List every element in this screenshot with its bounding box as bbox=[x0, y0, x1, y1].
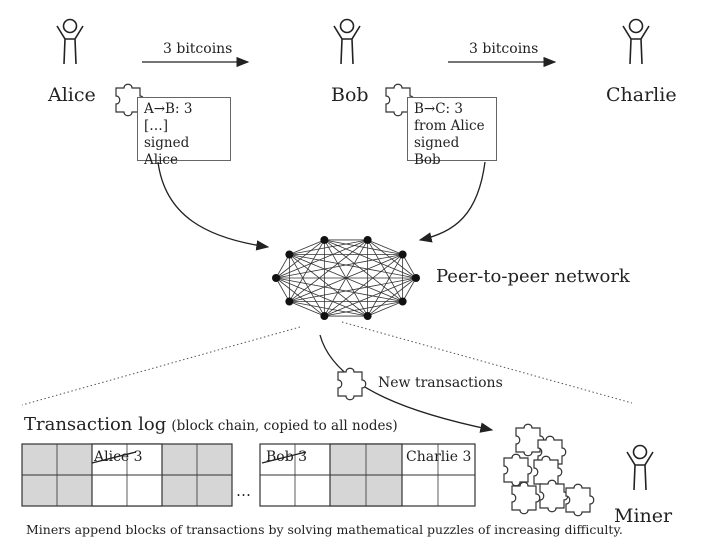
network-link bbox=[289, 254, 417, 279]
alice-figure-icon bbox=[56, 18, 84, 65]
log-entry-charlie: Charlie 3 bbox=[406, 449, 472, 465]
network-node bbox=[412, 274, 420, 282]
network-link bbox=[402, 254, 417, 279]
network-link bbox=[289, 239, 325, 255]
network-node bbox=[285, 250, 294, 259]
block-chain-strip bbox=[21, 443, 476, 507]
bob-to-charlie-amount: 3 bitcoins bbox=[469, 41, 539, 57]
network-node bbox=[272, 274, 280, 282]
alice-tx-line-3: signed Alice bbox=[144, 135, 190, 168]
network-node bbox=[398, 297, 407, 306]
new-transactions-label: New transactions bbox=[378, 375, 503, 391]
bob-transaction-box: B→C: 3 from Alice signed Bob bbox=[407, 97, 497, 168]
network-link bbox=[275, 254, 290, 279]
network-link bbox=[275, 277, 325, 317]
network-node bbox=[363, 312, 372, 321]
network-node bbox=[363, 235, 372, 244]
network-link bbox=[275, 277, 403, 302]
bob-tx-line-1: B→C: 3 bbox=[414, 101, 463, 117]
alice-to-bob-amount: 3 bitcoins bbox=[163, 41, 233, 57]
transaction-log-title: Transaction log bbox=[24, 414, 167, 435]
network-link bbox=[289, 254, 325, 317]
network-link bbox=[367, 239, 403, 302]
network-link bbox=[289, 301, 368, 317]
miner-figure-icon bbox=[626, 444, 654, 491]
bob-figure-icon bbox=[333, 18, 361, 65]
caption: Miners append blocks of transactions by … bbox=[26, 522, 623, 537]
zoom-line-left bbox=[21, 326, 301, 406]
log-entry-bob: Bob 3 bbox=[266, 449, 308, 465]
bob-tx-line-2: from Alice bbox=[414, 118, 485, 134]
network-node bbox=[320, 312, 329, 321]
network-node bbox=[285, 297, 294, 306]
network-node bbox=[398, 250, 407, 259]
network-link bbox=[324, 239, 368, 317]
alice-tx-line-2: […] bbox=[144, 118, 169, 134]
network-label: Peer-to-peer network bbox=[436, 266, 630, 287]
miner-label: Miner bbox=[614, 505, 673, 527]
network-link bbox=[289, 254, 368, 317]
network-link bbox=[324, 239, 417, 279]
transaction-log-subtitle: (block chain, copied to all nodes) bbox=[171, 418, 398, 434]
alice-label: Alice bbox=[48, 84, 96, 106]
network-link bbox=[289, 239, 325, 302]
puzzle-pile-icon bbox=[503, 423, 595, 517]
transaction-log-heading: Transaction log (block chain, copied to … bbox=[24, 414, 398, 435]
network-link bbox=[275, 277, 368, 317]
network-link bbox=[324, 277, 417, 317]
network-link bbox=[275, 239, 368, 279]
new-transactions-arrow bbox=[319, 334, 494, 433]
charlie-label: Charlie bbox=[606, 84, 677, 106]
alice-tx-line-1: A→B: 3 bbox=[144, 101, 193, 117]
network-link bbox=[367, 301, 403, 317]
network-mesh bbox=[272, 235, 420, 321]
network-link bbox=[275, 277, 290, 302]
charlie-figure-icon bbox=[622, 18, 650, 65]
alice-to-network-arrow bbox=[157, 161, 270, 251]
chain-ellipsis: … bbox=[236, 482, 251, 500]
network-link bbox=[402, 277, 417, 302]
network-link bbox=[324, 239, 403, 255]
network-link bbox=[324, 239, 403, 302]
network-link bbox=[367, 239, 403, 255]
new-transaction-puzzle-icon bbox=[337, 367, 367, 401]
log-entry-alice: Alice 3 bbox=[94, 449, 143, 465]
bob-to-network-arrow bbox=[418, 161, 486, 243]
bob-tx-line-3: signed Bob bbox=[414, 135, 460, 168]
network-link bbox=[367, 254, 403, 317]
alice-transaction-box: A→B: 3 […] signed Alice bbox=[137, 97, 231, 168]
network-link bbox=[289, 301, 325, 317]
network-link bbox=[275, 239, 325, 279]
bob-label: Bob bbox=[331, 84, 369, 106]
network-node bbox=[320, 235, 329, 244]
